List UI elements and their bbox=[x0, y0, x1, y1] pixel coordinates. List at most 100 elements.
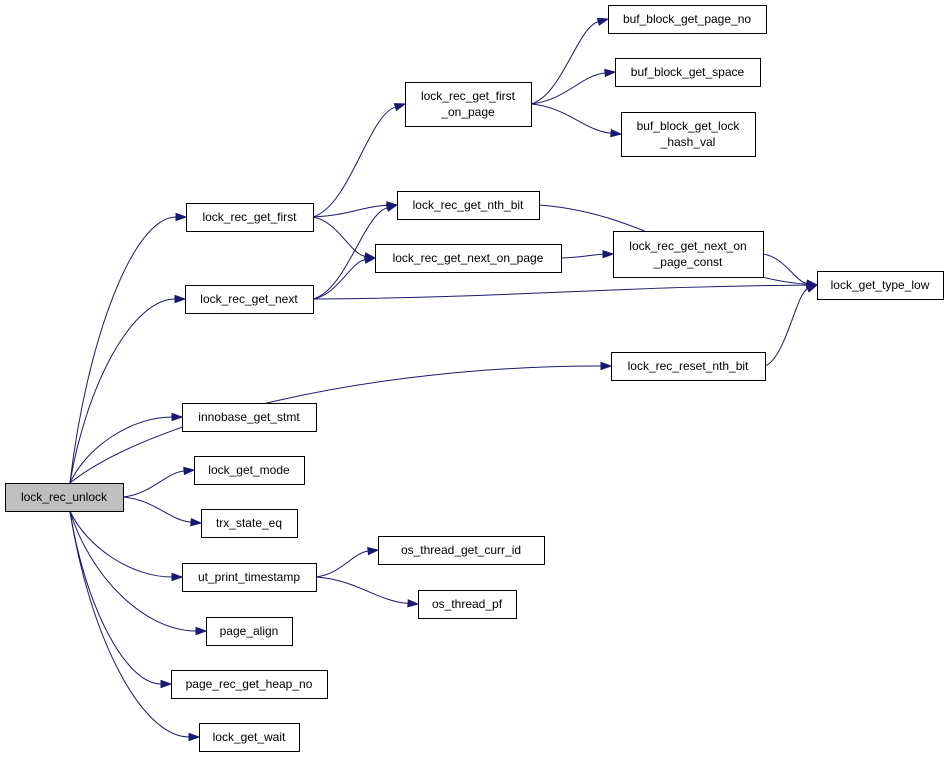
node-box-ut_print_timestamp[interactable] bbox=[182, 563, 317, 592]
node-label-os_thread_get_curr_id-0: os_thread_get_curr_id bbox=[401, 543, 521, 557]
arrowhead-buf_block_get_lock_hash_val bbox=[610, 128, 623, 138]
edge-lock_rec_unlock-to-lock_rec_get_first bbox=[69, 216, 177, 484]
arrowhead-lock_get_type_low bbox=[805, 284, 819, 293]
node-box-lock_rec_get_next[interactable] bbox=[185, 285, 314, 314]
node-box-lock_get_wait[interactable] bbox=[199, 723, 300, 752]
node-box-lock_get_mode[interactable] bbox=[194, 456, 305, 485]
node-box-lock_rec_get_nth_bit[interactable] bbox=[397, 191, 540, 220]
edge-lock_rec_unlock-to-ut_print_timestamp bbox=[69, 510, 173, 578]
arrowhead-innobase_get_stmt bbox=[171, 412, 184, 422]
node-page_rec_get_heap_no[interactable]: page_rec_get_heap_no bbox=[171, 670, 328, 699]
node-label-ut_print_timestamp-0: ut_print_timestamp bbox=[198, 570, 300, 584]
node-label-lock_rec_reset_nth_bit-0: lock_rec_reset_nth_bit bbox=[628, 359, 749, 373]
arrowhead-lock_rec_get_next bbox=[174, 294, 187, 304]
edge-lock_rec_get_next_on_page_const-to-lock_get_type_low bbox=[762, 253, 808, 285]
node-lock_rec_unlock[interactable]: lock_rec_unlock bbox=[5, 483, 124, 512]
node-trx_state_eq[interactable]: trx_state_eq bbox=[201, 509, 298, 538]
edge-lock_rec_get_first-to-lock_rec_get_first_on_page bbox=[312, 106, 396, 218]
node-label-buf_block_get_space-0: buf_block_get_space bbox=[631, 65, 745, 79]
node-os_thread_get_curr_id[interactable]: os_thread_get_curr_id bbox=[378, 536, 545, 565]
edge-ut_print_timestamp-to-os_thread_pf bbox=[315, 576, 409, 604]
node-lock_rec_get_next_on_page[interactable]: lock_rec_get_next_on_page bbox=[375, 244, 562, 273]
node-lock_rec_get_next_on_page_const[interactable]: lock_rec_get_next_on _page_const bbox=[613, 231, 764, 278]
arrowhead-lock_rec_reset_nth_bit bbox=[600, 361, 613, 371]
node-box-lock_get_type_low[interactable] bbox=[817, 271, 944, 300]
node-box-os_thread_pf[interactable] bbox=[418, 590, 517, 619]
edge-ut_print_timestamp-to-os_thread_get_curr_id bbox=[315, 550, 369, 578]
node-page_align[interactable]: page_align bbox=[206, 617, 293, 646]
node-lock_get_wait[interactable]: lock_get_wait bbox=[199, 723, 300, 752]
node-box-trx_state_eq[interactable] bbox=[201, 509, 298, 538]
edge-lock_rec_get_next-to-lock_rec_get_next_on_page bbox=[312, 259, 366, 300]
node-box-page_rec_get_heap_no[interactable] bbox=[171, 670, 328, 699]
node-lock_rec_get_first_on_page[interactable]: lock_rec_get_first_on_page bbox=[405, 82, 532, 127]
edge-lock_rec_get_first_on_page-to-buf_block_get_space bbox=[530, 72, 606, 105]
node-box-lock_rec_get_first[interactable] bbox=[186, 203, 314, 232]
arrowhead-lock_rec_get_next_on_page bbox=[363, 255, 377, 264]
arrowhead-buf_block_get_space bbox=[604, 68, 617, 78]
node-ut_print_timestamp[interactable]: ut_print_timestamp bbox=[182, 563, 317, 592]
node-label-lock_rec_get_next_on_page_const-1: _page_const bbox=[653, 255, 723, 269]
node-lock_get_type_low[interactable]: lock_get_type_low bbox=[817, 271, 944, 300]
edge-lock_rec_unlock-to-innobase_get_stmt bbox=[69, 416, 173, 484]
node-label-page_align-0: page_align bbox=[220, 624, 279, 638]
edge-lock_rec_reset_nth_bit-to-lock_get_type_low bbox=[764, 288, 808, 367]
arrowhead-os_thread_pf bbox=[407, 599, 420, 608]
arrowhead-page_rec_get_heap_no bbox=[160, 679, 173, 689]
node-buf_block_get_space[interactable]: buf_block_get_space bbox=[615, 58, 761, 87]
node-lock_rec_get_first[interactable]: lock_rec_get_first bbox=[186, 203, 314, 232]
edge-lock_rec_get_first-to-lock_rec_get_next_on_page bbox=[312, 216, 366, 257]
edge-lock_rec_get_first-to-lock_rec_get_nth_bit bbox=[312, 204, 388, 218]
arrowhead-lock_rec_get_first_on_page bbox=[393, 103, 407, 112]
node-label-lock_rec_unlock-0: lock_rec_unlock bbox=[21, 490, 108, 504]
node-box-lock_rec_reset_nth_bit[interactable] bbox=[611, 352, 766, 381]
node-box-lock_rec_get_next_on_page_const[interactable] bbox=[613, 231, 764, 278]
node-lock_rec_reset_nth_bit[interactable]: lock_rec_reset_nth_bit bbox=[611, 352, 766, 381]
node-box-lock_rec_get_first_on_page[interactable] bbox=[405, 82, 532, 127]
node-label-lock_rec_get_first_on_page-1: _on_page bbox=[440, 105, 495, 119]
node-box-lock_rec_unlock[interactable] bbox=[5, 483, 124, 512]
node-box-buf_block_get_space[interactable] bbox=[615, 58, 761, 87]
node-label-buf_block_get_lock_hash_val-1: _hash_val bbox=[660, 135, 716, 149]
edge-lock_rec_get_next-to-lock_get_type_low bbox=[312, 284, 808, 300]
node-box-page_align[interactable] bbox=[206, 617, 293, 646]
arrowhead-lock_rec_get_nth_bit bbox=[385, 203, 399, 212]
arrowhead-lock_rec_get_first bbox=[175, 212, 188, 222]
edge-lock_rec_get_first_on_page-to-buf_block_get_lock_hash_val bbox=[530, 103, 612, 134]
node-box-buf_block_get_lock_hash_val[interactable] bbox=[621, 112, 756, 157]
node-label-lock_rec_get_nth_bit-0: lock_rec_get_nth_bit bbox=[413, 198, 524, 212]
node-buf_block_get_page_no[interactable]: buf_block_get_page_no bbox=[608, 5, 767, 34]
node-lock_get_mode[interactable]: lock_get_mode bbox=[194, 456, 305, 485]
edge-lock_rec_unlock-to-page_align bbox=[69, 510, 197, 632]
node-box-lock_rec_get_next_on_page[interactable] bbox=[375, 244, 562, 273]
edges-layer bbox=[69, 17, 819, 742]
node-box-buf_block_get_page_no[interactable] bbox=[608, 5, 767, 34]
node-label-lock_rec_get_next_on_page_const-0: lock_rec_get_next_on bbox=[629, 239, 746, 253]
node-innobase_get_stmt[interactable]: innobase_get_stmt bbox=[182, 403, 317, 432]
edge-lock_rec_unlock-to-page_rec_get_heap_no bbox=[69, 510, 162, 685]
node-label-os_thread_pf-0: os_thread_pf bbox=[432, 597, 503, 611]
edge-lock_rec_get_next-to-lock_rec_get_nth_bit bbox=[312, 207, 388, 300]
node-label-lock_get_wait-0: lock_get_wait bbox=[213, 730, 286, 744]
node-label-page_rec_get_heap_no-0: page_rec_get_heap_no bbox=[186, 677, 313, 691]
nodes-layer: lock_rec_unlock lock_rec_get_first lock_re… bbox=[5, 5, 944, 752]
edge-lock_rec_unlock-to-lock_get_wait bbox=[69, 510, 190, 738]
node-buf_block_get_lock_hash_val[interactable]: buf_block_get_lock _hash_val bbox=[621, 112, 756, 157]
node-lock_rec_get_next[interactable]: lock_rec_get_next bbox=[185, 285, 314, 314]
arrowhead-lock_get_mode bbox=[183, 466, 196, 476]
node-label-innobase_get_stmt-0: innobase_get_stmt bbox=[198, 410, 300, 424]
node-label-trx_state_eq-0: trx_state_eq bbox=[216, 516, 282, 530]
edge-lock_rec_unlock-to-lock_get_mode bbox=[122, 470, 185, 498]
arrowhead-lock_rec_get_next_on_page_const bbox=[602, 249, 615, 259]
node-lock_rec_get_nth_bit[interactable]: lock_rec_get_nth_bit bbox=[397, 191, 540, 220]
arrowhead-page_align bbox=[195, 626, 208, 636]
node-label-lock_rec_get_next-0: lock_rec_get_next bbox=[200, 292, 298, 306]
arrowhead-lock_get_wait bbox=[188, 732, 201, 742]
arrowhead-buf_block_get_page_no bbox=[596, 17, 610, 26]
edge-lock_rec_unlock-to-lock_rec_get_next bbox=[69, 298, 176, 484]
node-box-os_thread_get_curr_id[interactable] bbox=[378, 536, 545, 565]
node-box-innobase_get_stmt[interactable] bbox=[182, 403, 317, 432]
node-label-buf_block_get_lock_hash_val-0: buf_block_get_lock bbox=[637, 119, 741, 133]
node-os_thread_pf[interactable]: os_thread_pf bbox=[418, 590, 517, 619]
